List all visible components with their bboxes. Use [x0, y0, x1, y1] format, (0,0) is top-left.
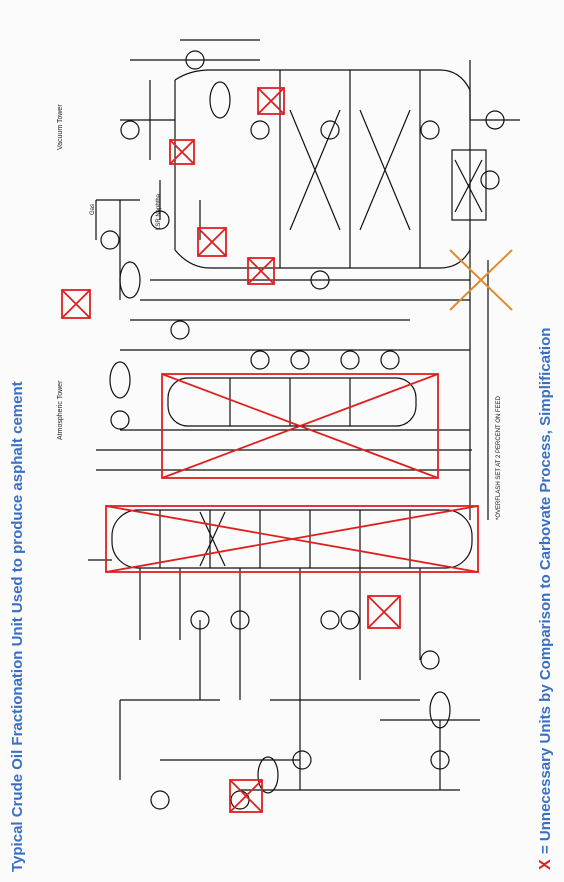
unnecessary-unit-markers [61, 87, 479, 813]
atmospheric-tower-label: Atmospheric Tower [57, 380, 64, 440]
vacuum-tower [174, 69, 471, 269]
side-stripper-x [161, 373, 439, 479]
piping-network [88, 39, 520, 810]
legend-text: = Unnecessary Units by Comparison to Car… [537, 328, 554, 854]
atmospheric-tower [111, 509, 473, 569]
side-stripper [167, 377, 417, 427]
atmospheric-tower-x [105, 505, 479, 573]
gas-label: Gas [90, 204, 96, 215]
orange-x-marker [449, 249, 513, 311]
footnote: *OVERFLASH SET AT 2 PERCENT ON FEED [496, 395, 502, 520]
atmospheric-tower-x-box [105, 505, 479, 573]
legend-x-symbol: X [537, 859, 554, 870]
side-stripper-x-box [161, 373, 439, 479]
footer-legend: X = Unnecessary Units by Comparison to C… [537, 328, 554, 870]
lsr-naphtha-label: LSR Naphtha [156, 193, 162, 230]
diagram-title: Typical Crude Oil Fractionation Unit Use… [9, 381, 26, 872]
vacuum-tower-label: Vacuum Tower [57, 104, 64, 150]
